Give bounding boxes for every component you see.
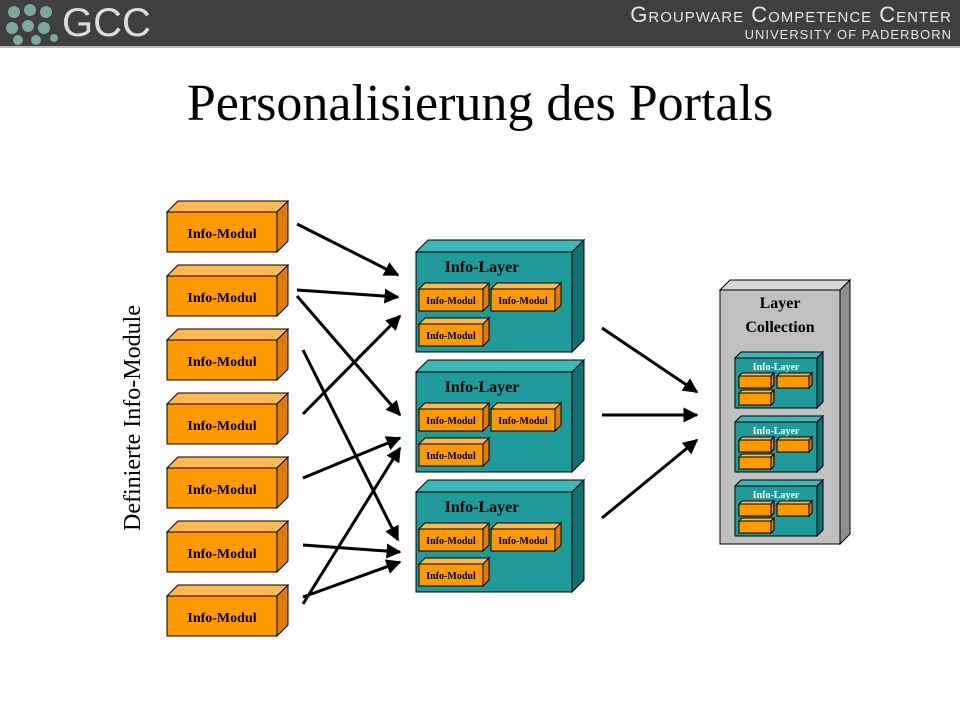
collection-layer-label: Info-Layer — [753, 490, 800, 501]
layer-module-box: Info-Modul — [489, 281, 563, 313]
info-module-box: Info-Modul — [165, 327, 290, 382]
collection-layer-box: Info-Layer — [733, 350, 825, 410]
layer-module-label: Info-Modul — [498, 296, 548, 307]
collection-title-line1: Layer — [760, 295, 801, 312]
info-layer-title: Info-Layer — [445, 499, 520, 516]
info-module-box: Info-Modul — [165, 263, 290, 318]
layer-module-label: Info-Modul — [498, 416, 548, 427]
mini-module-box — [775, 435, 814, 454]
info-module-label: Info-Modul — [187, 547, 256, 562]
info-layer-title: Info-Layer — [445, 379, 520, 396]
info-module-label: Info-Modul — [187, 611, 256, 626]
info-module-label: Info-Modul — [187, 483, 256, 498]
layer-module-box: Info-Modul — [417, 556, 491, 588]
layer-collection: LayerCollectionInfo-LayerInfo-LayerInfo-… — [718, 278, 852, 546]
info-module-box: Info-Modul — [165, 583, 290, 638]
arrow-group — [295, 222, 699, 605]
layer-module-box: Info-Modul — [417, 316, 491, 348]
layer-module-label: Info-Modul — [426, 536, 476, 547]
flow-arrow — [296, 222, 400, 277]
mini-module-box — [737, 435, 776, 454]
layer-module-box: Info-Modul — [489, 521, 563, 553]
flow-arrow — [302, 436, 402, 480]
flow-arrow — [301, 349, 400, 542]
info-module-box: Info-Modul — [165, 199, 290, 254]
module-list: Info-ModulInfo-ModulInfo-ModulInfo-Modul… — [165, 199, 290, 638]
layer-module-box: Info-Modul — [417, 521, 491, 553]
info-layer-title: Info-Layer — [445, 259, 520, 276]
info-module-label: Info-Modul — [187, 419, 256, 434]
collection-layer-box: Info-Layer — [733, 478, 825, 538]
layer-module-box: Info-Modul — [417, 436, 491, 468]
layer-module-box: Info-Modul — [489, 401, 563, 433]
info-module-label: Info-Modul — [187, 291, 256, 306]
info-module-box: Info-Modul — [165, 391, 290, 446]
flow-arrow — [302, 543, 402, 559]
layer-module-label: Info-Modul — [426, 331, 476, 342]
info-module-box: Info-Modul — [165, 519, 290, 574]
flow-arrow — [301, 446, 402, 605]
layer-module-box: Info-Modul — [417, 401, 491, 433]
layer-module-label: Info-Modul — [426, 571, 476, 582]
layer-module-label: Info-Modul — [498, 536, 548, 547]
page-title: Personalisierung des Portals — [186, 75, 774, 132]
mini-module-box — [737, 371, 776, 390]
collection-layer-box: Info-Layer — [733, 414, 825, 474]
collection-layer-label: Info-Layer — [753, 362, 800, 373]
collection-box: LayerCollectionInfo-LayerInfo-LayerInfo-… — [718, 278, 852, 546]
header-rule — [0, 46, 960, 48]
flow-arrow — [295, 295, 402, 417]
flow-arrow — [302, 559, 402, 599]
flow-arrow — [301, 314, 402, 416]
info-module-label: Info-Modul — [187, 227, 256, 242]
layer-module-label: Info-Modul — [426, 296, 476, 307]
mini-module-box — [775, 499, 814, 518]
mini-module-box — [737, 452, 776, 471]
logo-text: GCC — [62, 1, 151, 45]
gcc-logo-icon — [6, 4, 58, 45]
layer-module-box: Info-Modul — [417, 281, 491, 313]
header-bar: GCC Groupware Competence Center UNIVERSI… — [0, 0, 960, 46]
layer-module-label: Info-Modul — [426, 451, 476, 462]
mini-module-box — [737, 516, 776, 535]
mini-module-box — [775, 371, 814, 390]
side-label: Definierte Info-Module — [120, 305, 146, 531]
collection-layer-label: Info-Layer — [753, 426, 800, 437]
mini-module-box — [737, 499, 776, 518]
org-name: Groupware Competence Center — [630, 2, 952, 27]
info-module-box: Info-Modul — [165, 455, 290, 510]
org-subtitle: UNIVERSITY OF PADERBORN — [744, 27, 952, 42]
info-module-label: Info-Modul — [187, 355, 256, 370]
collection-title-line2: Collection — [745, 319, 814, 336]
layer-module-label: Info-Modul — [426, 416, 476, 427]
flow-arrow — [601, 438, 699, 520]
flow-arrow — [601, 326, 699, 394]
mini-module-box — [737, 388, 776, 407]
flow-arrow — [296, 288, 400, 304]
